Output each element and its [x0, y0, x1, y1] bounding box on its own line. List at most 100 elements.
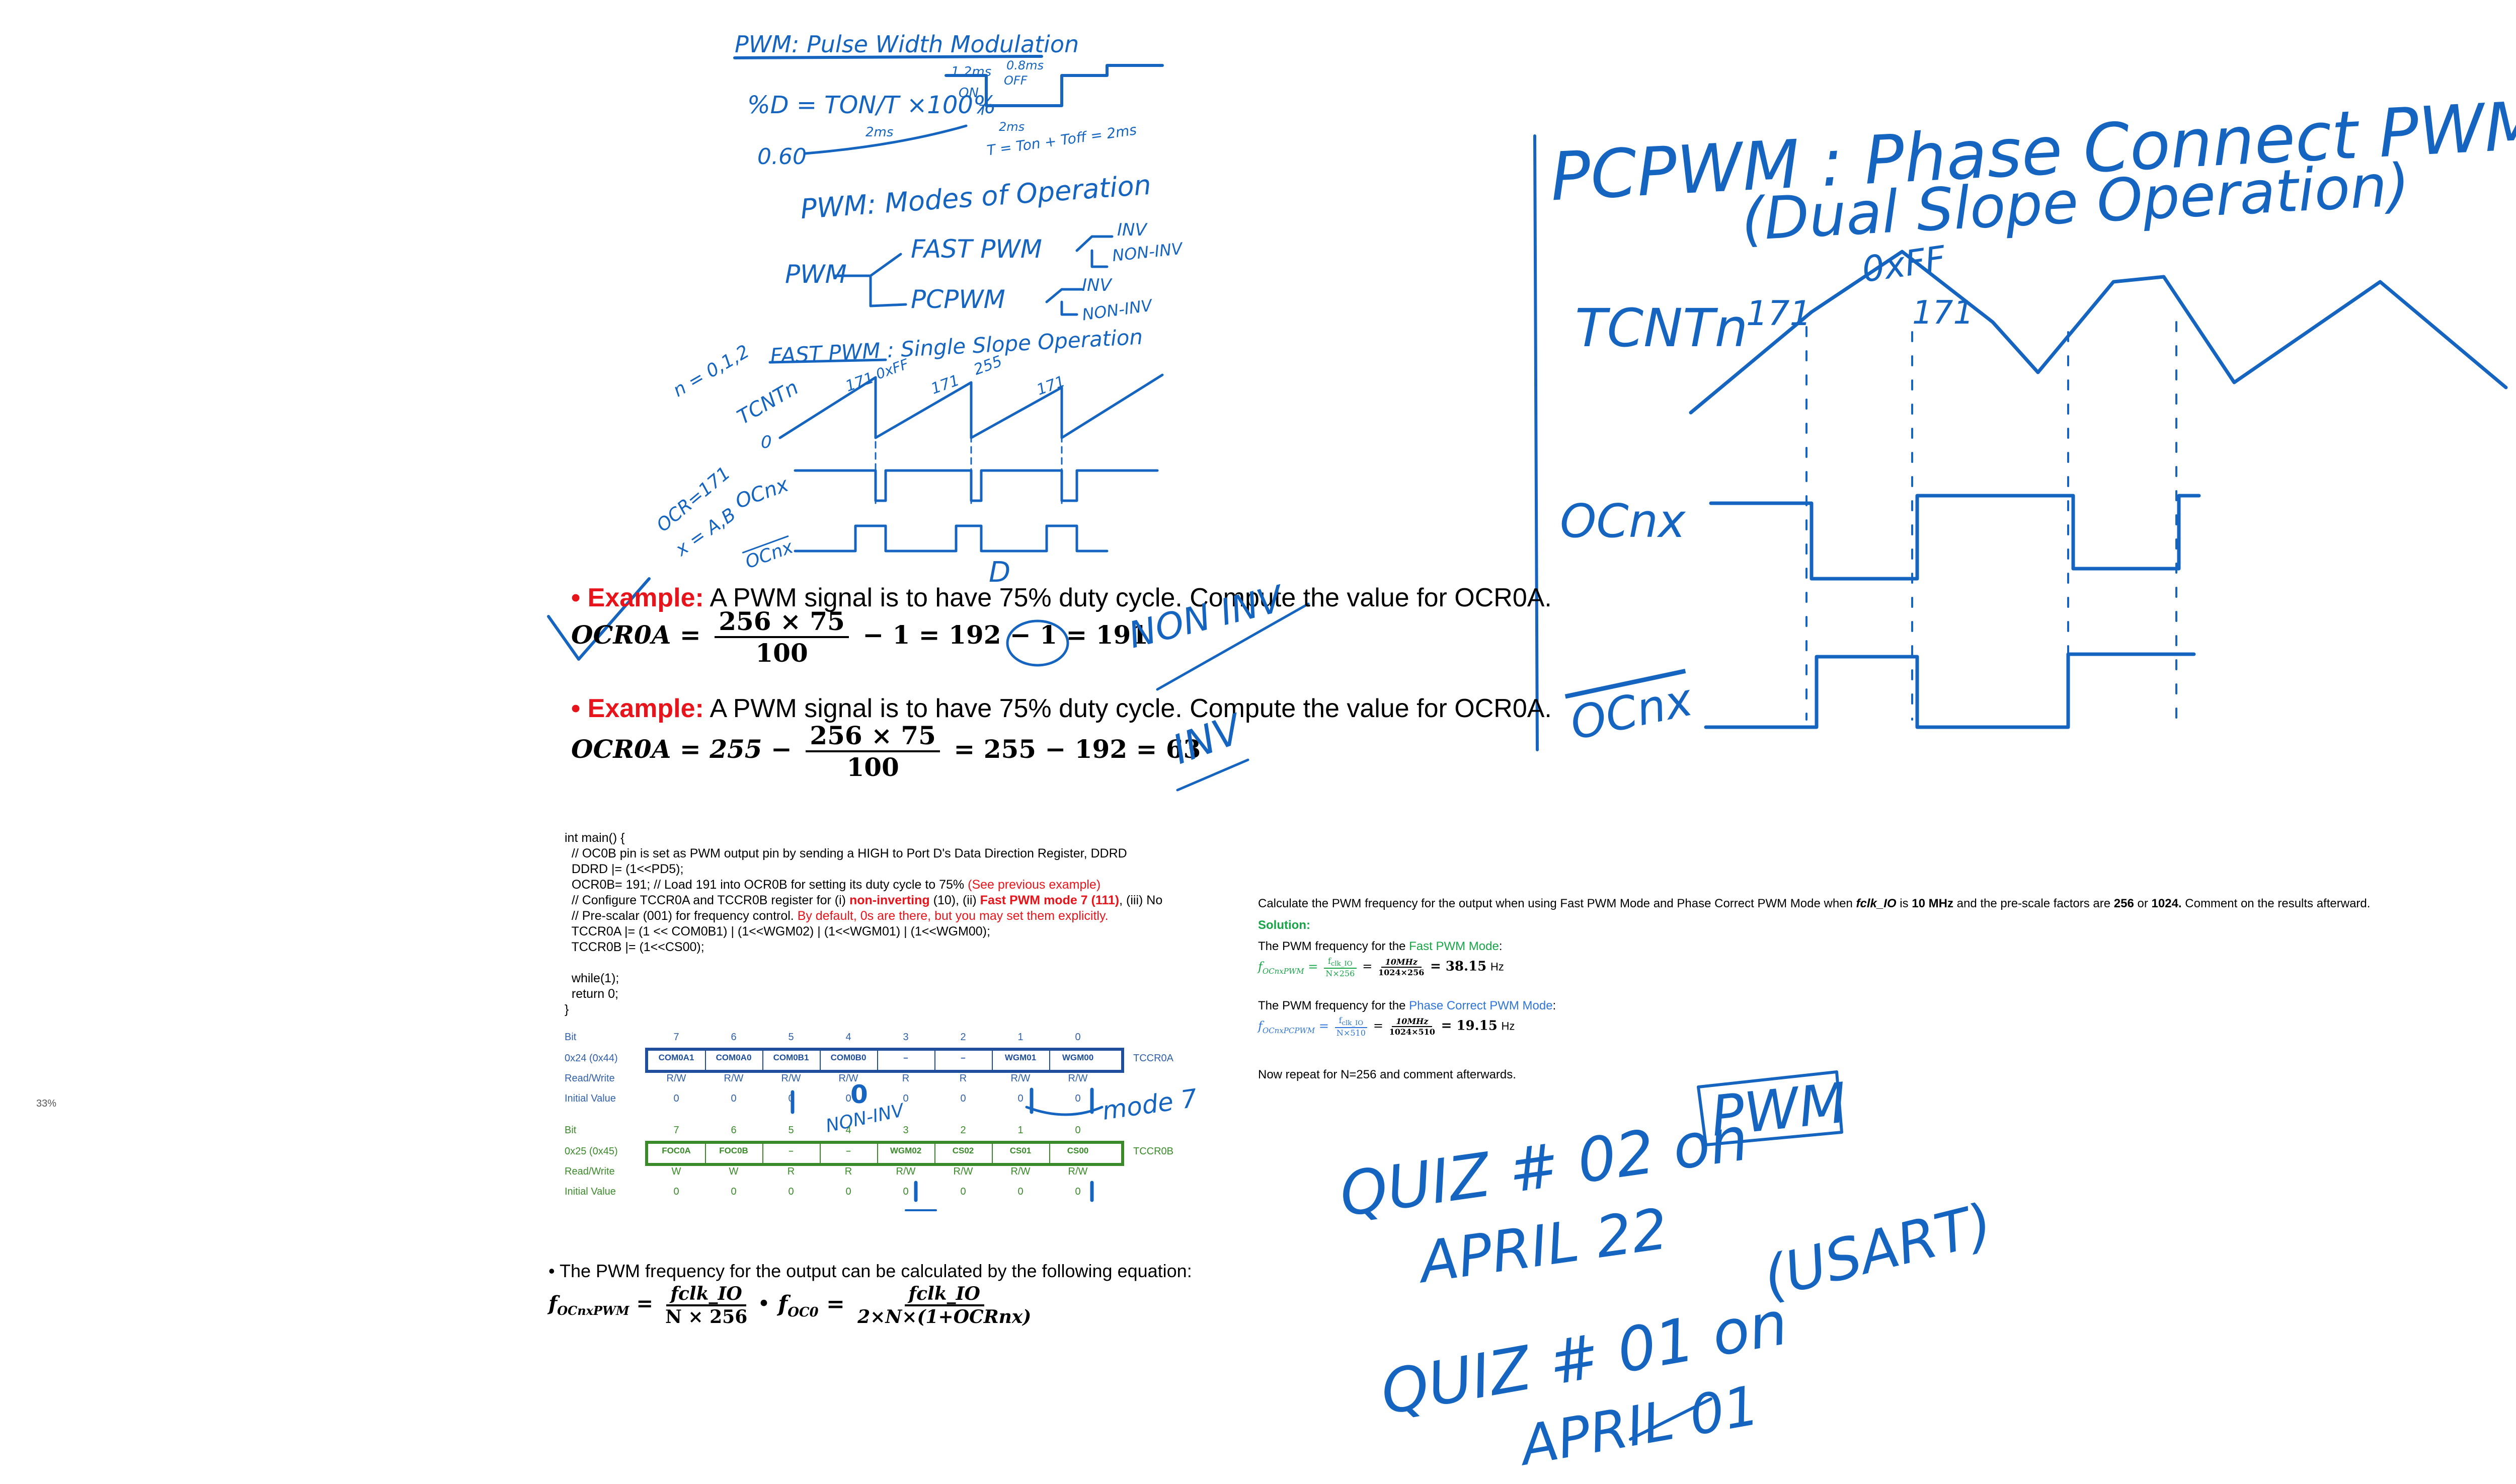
code-line: int main() {: [565, 831, 625, 845]
bit-number: 5: [788, 1032, 794, 1043]
tree-fast-branch: [1075, 235, 1114, 268]
bit-number: 7: [673, 1032, 679, 1043]
pc-tcnt-label: TCNTn: [1575, 297, 1748, 359]
bit-number: 2: [960, 1125, 966, 1136]
code-note: non-inverting: [849, 893, 930, 907]
saw-171-b: 171: [928, 371, 962, 398]
problem-statement: Calculate the PWM frequency for the outp…: [1258, 897, 2370, 911]
tree-root: PWM: [785, 260, 847, 289]
saw-171-a: 171: [843, 369, 877, 396]
field-name: CS00: [1067, 1146, 1089, 1155]
field-name: WGM01: [1004, 1053, 1037, 1062]
eq-f: f: [548, 1292, 558, 1315]
eq-rhs: − 1 = 192 − 1 = 191: [862, 620, 1149, 650]
q-var: fclk_IO: [1856, 897, 1897, 910]
bit-number: 1: [1017, 1125, 1024, 1136]
ocnx-bar-wave: [794, 524, 1109, 553]
rw-value: R/W: [1010, 1166, 1031, 1177]
code-line: // Configure TCCR0A and TCCR0B register …: [565, 893, 1162, 908]
num: fclk_IO: [1334, 1016, 1368, 1029]
rw-value: R: [844, 1166, 852, 1177]
field-divider: [1049, 1051, 1050, 1070]
den: 1024×256: [1378, 968, 1425, 978]
bit-label: Bit: [565, 1032, 577, 1043]
eq-lhs: OCR0A =: [571, 620, 701, 650]
unit: Hz: [1501, 1020, 1515, 1033]
bit-number: 0: [1075, 1032, 1081, 1043]
init-value: 0: [960, 1093, 966, 1104]
q-text: Comment on the results afterward.: [2181, 897, 2371, 910]
eq-sub: OC0: [788, 1304, 819, 1320]
example1-line: • Example: A PWM signal is to have 75% d…: [571, 583, 1552, 613]
quiz-02-topic: PWM: [1708, 1070, 1850, 1149]
duty-value: 0.60: [757, 144, 807, 170]
example-text: A PWM signal is to have 75% duty cycle. …: [703, 583, 1552, 612]
bit-number: 6: [731, 1125, 737, 1136]
num: 10MHz: [1381, 957, 1422, 968]
note-d: D: [989, 556, 1011, 589]
addr-label: 0x25 (0x45): [565, 1146, 618, 1157]
eq-bullet: •: [757, 1291, 770, 1317]
field-divider: [762, 1144, 763, 1163]
den: 1024×510: [1389, 1027, 1435, 1037]
saw-171-c: 171: [1034, 372, 1068, 399]
code-text: , (iii) No: [1119, 893, 1163, 907]
field-divider: [934, 1144, 935, 1163]
rw-label: Read/Write: [565, 1073, 615, 1084]
field-divider: [877, 1051, 878, 1070]
init-value: 0: [903, 1186, 909, 1197]
tree-pc-inv: INV: [1082, 275, 1112, 295]
eq-num: fclk_IO: [666, 1283, 746, 1306]
solution-label: Solution:: [1258, 918, 1310, 932]
bit-label: Bit: [565, 1125, 577, 1136]
code-line: // OC0B pin is set as PWM output pin by …: [565, 846, 1127, 861]
q-text: and the pre-scale factors are: [1953, 897, 2114, 910]
code-line: TCCR0B |= (1<<CS00);: [565, 940, 704, 954]
code-line: [565, 955, 1162, 971]
init-value: 0: [673, 1093, 679, 1104]
off-time: 0.8ms: [1006, 58, 1044, 72]
field-name: –: [789, 1146, 794, 1155]
bit-number: 5: [788, 1125, 794, 1136]
code-line: TCCR0A |= (1 << COM0B1) | (1<<WGM02) | (…: [565, 924, 990, 939]
on-label: ON: [959, 86, 979, 101]
eq-f: f: [778, 1291, 788, 1317]
unit: Hz: [1490, 960, 1504, 973]
code-text: // Configure TCCR0A and TCCR0B register …: [565, 893, 849, 907]
q-bold: 1024.: [2151, 897, 2182, 910]
field-divider: [705, 1051, 706, 1070]
code-line: }: [565, 1002, 569, 1017]
eq-den: 2×N×(1+OCRnx): [857, 1306, 1032, 1327]
sawtooth-wave: [778, 373, 1164, 439]
tree-pc-branch: [1045, 288, 1083, 316]
triangle-wave: [1689, 250, 2508, 415]
field-name: COM0B1: [773, 1053, 809, 1062]
tree-pc-noninv: NON-INV: [1081, 295, 1153, 325]
field-name: WGM00: [1062, 1053, 1094, 1062]
eq-lhs: fOC0 =: [778, 1291, 845, 1320]
init-value: 0: [788, 1093, 794, 1104]
result-value: = 19.15: [1441, 1018, 1498, 1034]
rw-value: R: [959, 1073, 967, 1084]
init-value: 0: [845, 1186, 851, 1197]
quiz-02: QUIZ # 02 on: [1335, 1104, 1753, 1231]
ocnx-bar-label: OCnx: [742, 536, 796, 573]
repeat-note: Now repeat for N=256 and comment afterwa…: [1258, 1068, 1516, 1081]
init-value: 0: [1017, 1093, 1024, 1104]
mode-name: Fast PWM Mode: [1409, 940, 1499, 953]
q-text: or: [2134, 897, 2152, 910]
bit-number: 6: [731, 1032, 737, 1043]
code-line: OCR0B= 191; // Load 191 into OCR0B for s…: [565, 877, 1162, 893]
init-value: 0: [845, 1093, 851, 1104]
text: :: [1552, 999, 1556, 1012]
q-bold: 10 MHz: [1912, 897, 1953, 910]
freq-text: • The PWM frequency for the output can b…: [548, 1261, 1192, 1281]
eq-lhs: fOCnxPWM =: [548, 1292, 654, 1318]
on-time: 1.2ms: [951, 64, 992, 80]
